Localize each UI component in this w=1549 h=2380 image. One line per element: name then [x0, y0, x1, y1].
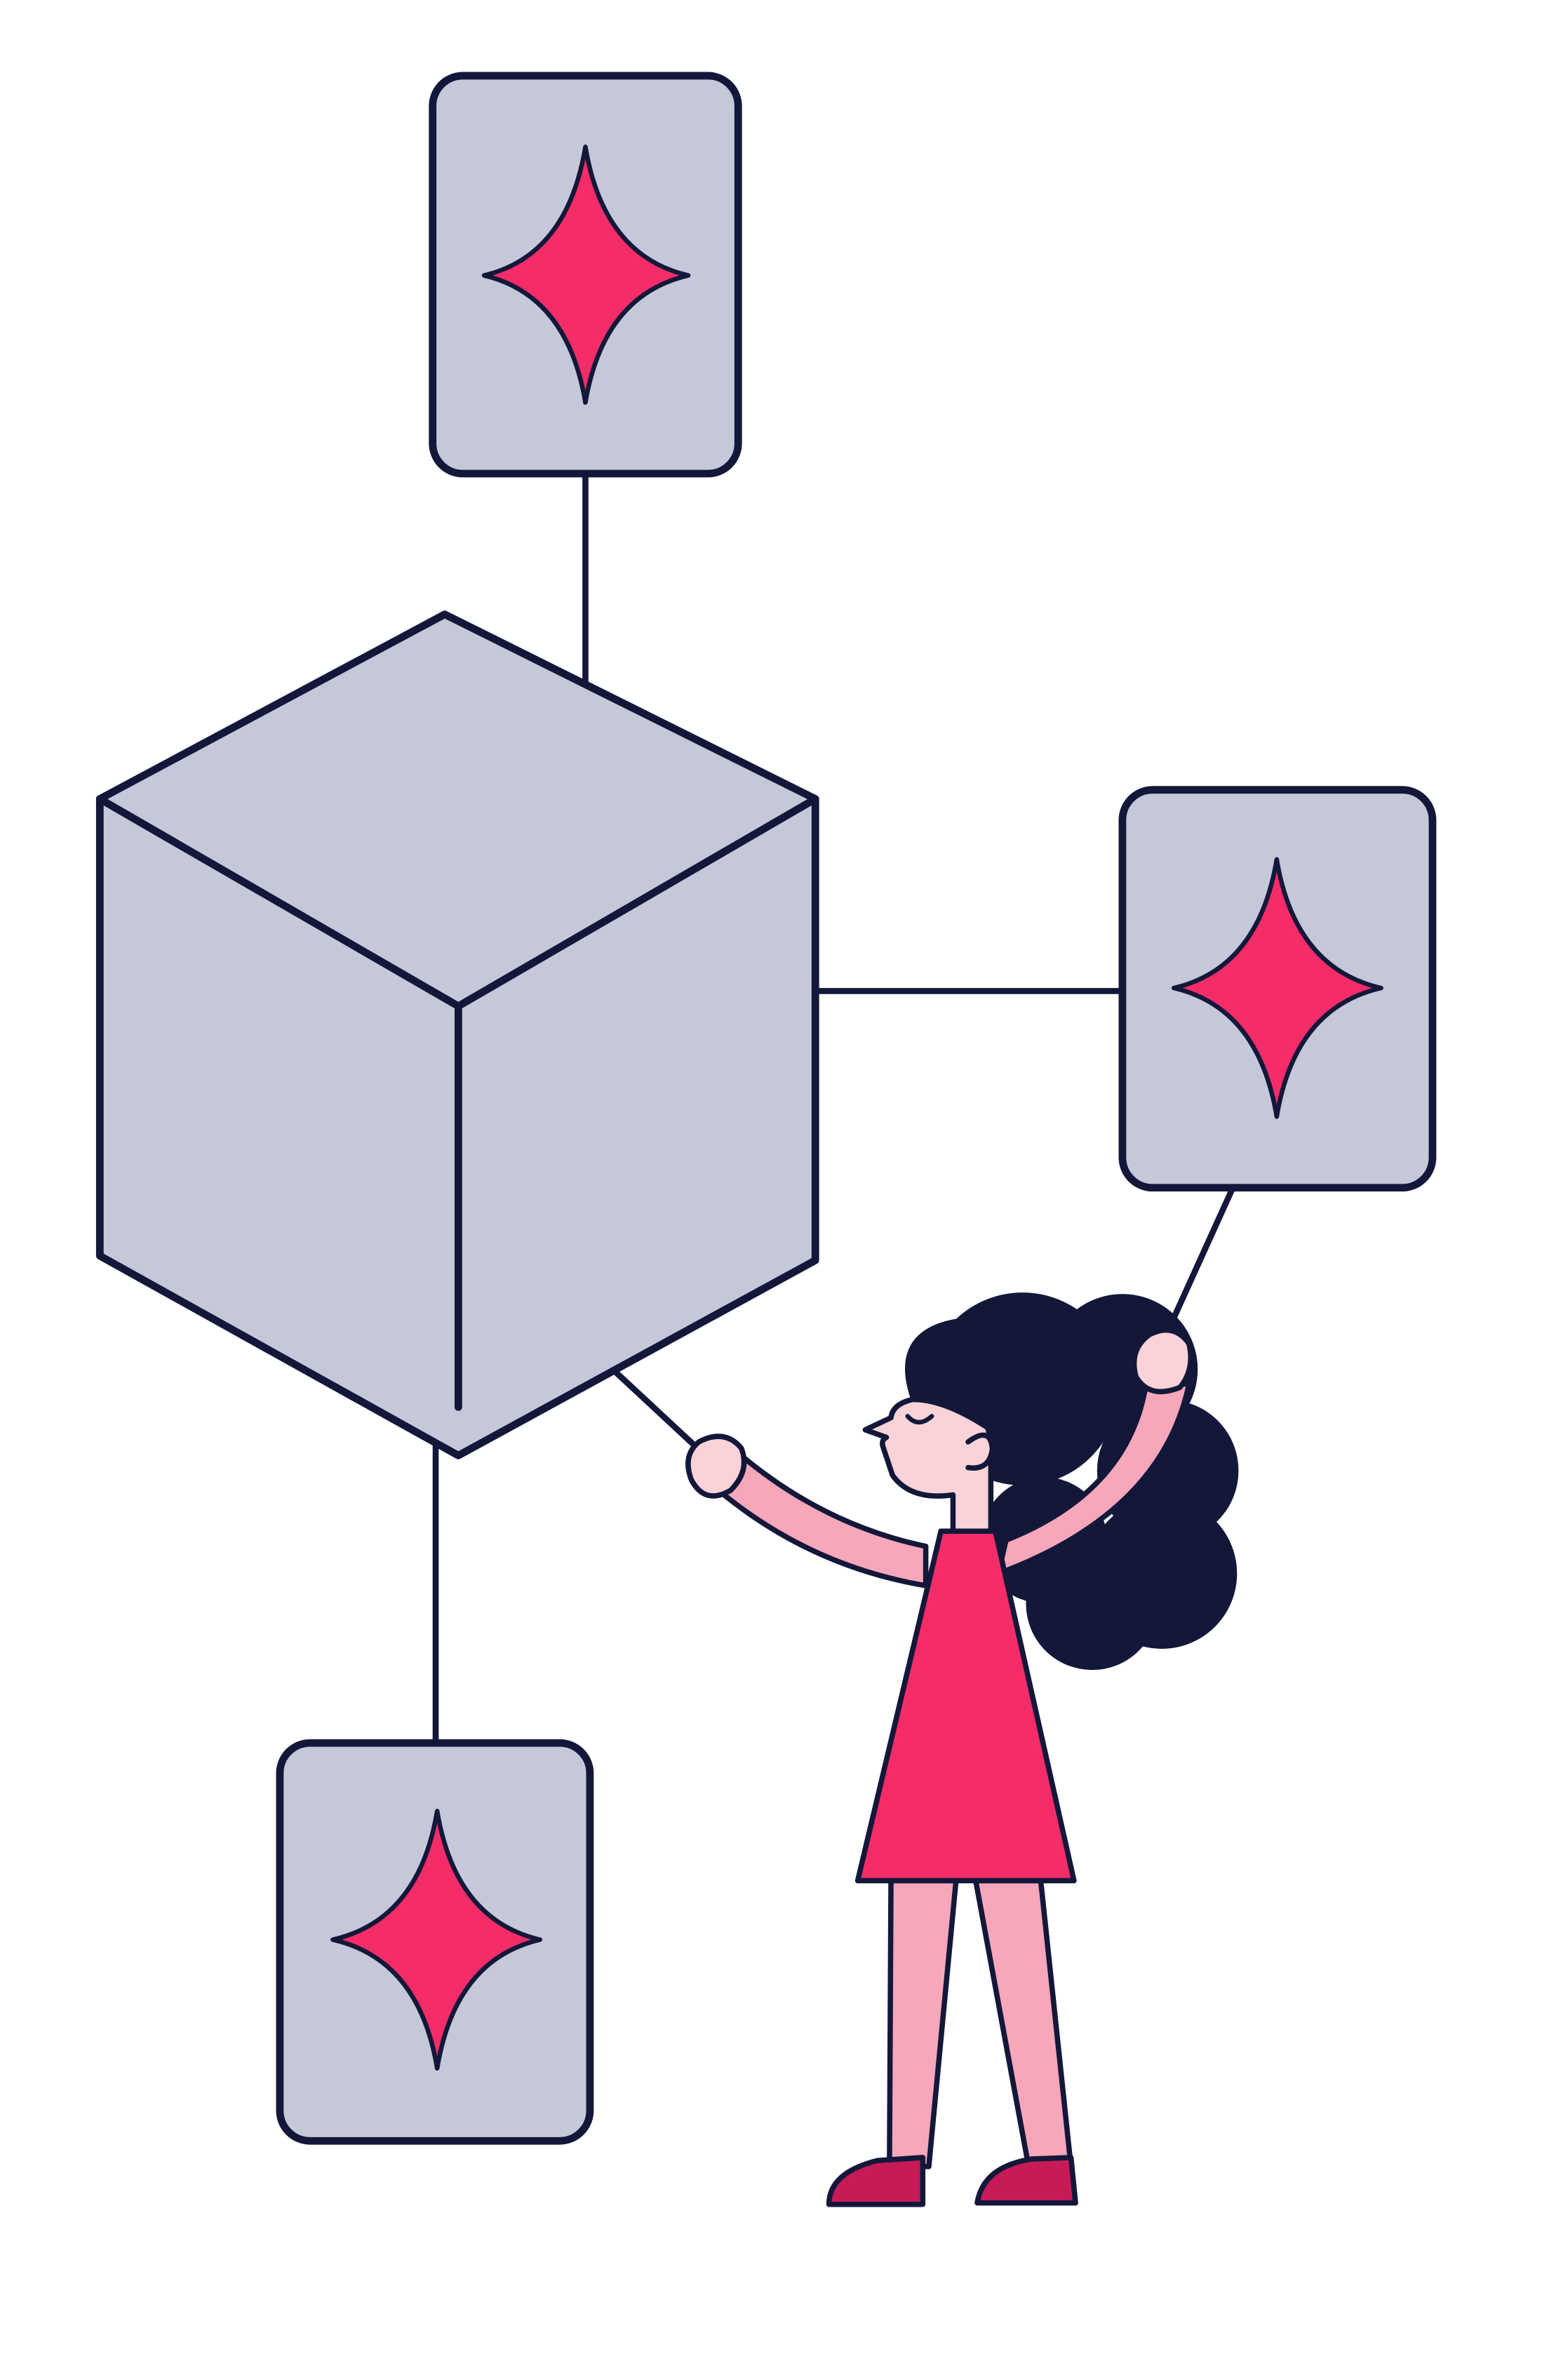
left-leg	[887, 1878, 959, 2170]
connector-right-hand	[1163, 1184, 1236, 1338]
four-point-star-icon	[330, 1808, 543, 2071]
left-shoe	[826, 2155, 926, 2207]
four-point-star-icon	[481, 145, 691, 405]
four-point-star-icon	[1172, 857, 1383, 1119]
card-right	[1118, 786, 1437, 1192]
shoes	[826, 2155, 1078, 2207]
card-top	[429, 72, 742, 478]
right-leg	[973, 1878, 1074, 2170]
ear	[965, 1432, 995, 1471]
card-bottom	[276, 1739, 594, 2145]
legs	[887, 1878, 1074, 2170]
dress	[854, 1528, 1077, 1884]
left-arm	[716, 1452, 929, 1589]
connector-lines	[432, 470, 1236, 1746]
person	[685, 1292, 1239, 2207]
right-fist	[1131, 1327, 1193, 1395]
cube-icon	[95, 610, 819, 1459]
closed-eye	[905, 1414, 934, 1425]
connector-left-hand	[609, 1366, 702, 1453]
right-shoe	[974, 2155, 1078, 2206]
left-fist	[685, 1433, 747, 1499]
hair-front	[905, 1316, 1058, 1459]
